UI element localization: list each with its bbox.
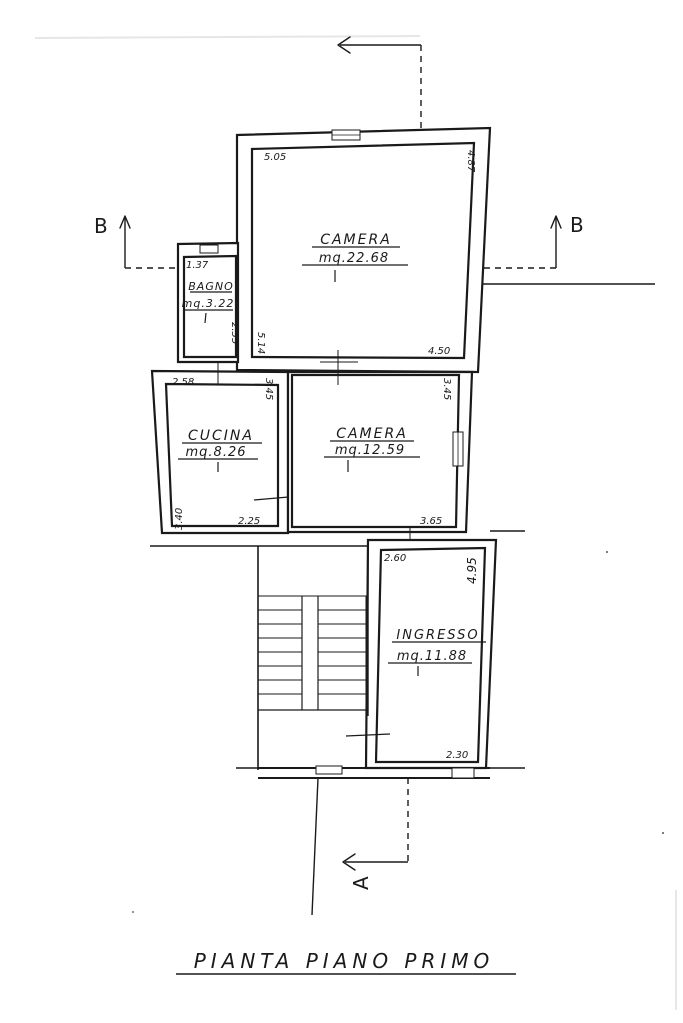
stairwell [257,545,368,770]
tick-bagno [204,312,207,324]
dim-camera-large-bottom: 4.50 [428,346,450,357]
room-camera-large-walls [235,126,492,374]
dim-bagno-right: 2.35 [229,322,240,344]
section-b-left-line [119,215,178,269]
dim-camera-large-left: 5.14 [255,332,266,354]
room-name-cucina: CUCINA [188,428,254,444]
dim-cucina-right: 3.45 [263,378,274,400]
dim-ingresso-right: 4.95 [465,557,479,584]
dim-cucina-left: 3.40 [174,508,185,530]
dim-bagno-top: 1.37 [186,260,209,271]
dim-camera-large-top: 5.05 [264,152,286,163]
room-bagno-walls [176,241,240,364]
dim-camera-large-right: 4.87 [465,150,476,173]
area-camera-small: mq.12.59 [335,443,405,458]
room-name-ingresso: INGRESSO [396,628,479,643]
room-name-camera-small: CAMERA [336,426,408,442]
room-name-camera-large: CAMERA [320,232,392,248]
section-a-label: A [349,876,373,890]
dim-ingresso-top: 2.60 [384,553,406,564]
room-name-bagno: BAGNO [188,280,233,293]
dim-ingresso-bottom: 2.30 [446,750,468,761]
section-b-left-label: B [94,214,108,238]
area-cucina: mq.8.26 [186,445,247,460]
section-b-right-label: B [570,213,584,237]
bottom-wall [258,765,490,779]
dim-camera-small-right: 3.45 [441,378,452,400]
room-camera-small-walls [286,350,474,545]
room-ingresso-walls [345,538,498,770]
area-ingresso: mq.11.88 [397,649,467,664]
dim-cucina-top: 2.58 [172,377,194,388]
scan-speck [606,551,608,553]
scan-speck [132,911,134,913]
section-b-right-line [484,215,562,269]
scan-edge [34,35,421,39]
dim-cucina-bottom: 2.25 [238,516,260,527]
exterior-boundary-line [311,777,319,916]
dim-camera-small-bottom: 3.65 [420,516,442,527]
area-camera-large: mq.22.68 [319,251,389,266]
scan-speck [662,832,664,834]
drawing-title: PIANTA PIANO PRIMO [194,949,495,973]
section-a-bottom-line [342,778,409,871]
room-cucina-walls [150,362,301,535]
area-bagno: mq.3.22 [182,297,235,310]
section-a-top-line [337,36,422,128]
